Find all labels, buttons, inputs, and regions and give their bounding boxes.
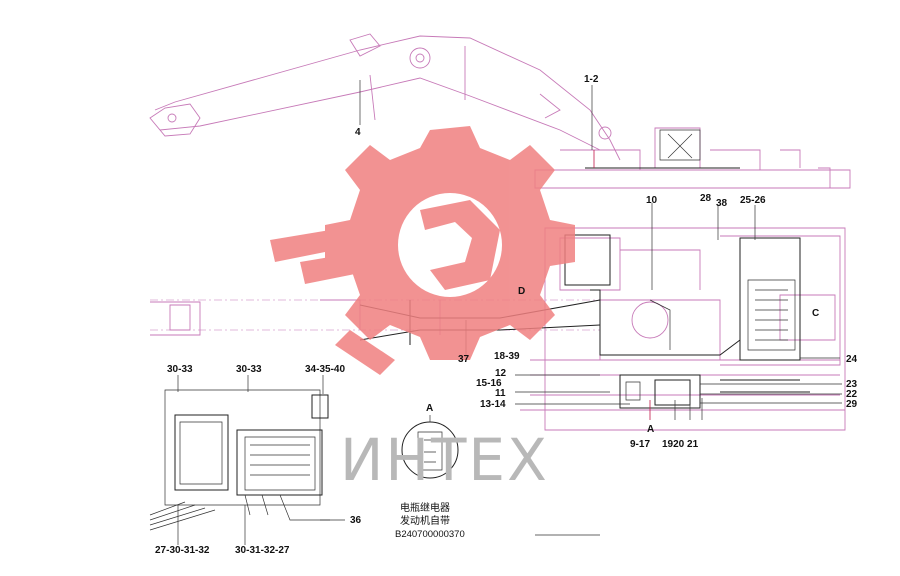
callout-12: 12 [495, 368, 507, 379]
callout-34-35-40: 34-35-40 [305, 364, 345, 375]
detail-note-part-no: B240700000370 [395, 529, 465, 540]
callout-30-33-left: 30-33 [167, 364, 193, 375]
callout-25-26: 25-26 [740, 195, 766, 206]
callout-22: 22 [846, 389, 858, 400]
callout-10: 10 [646, 195, 658, 206]
callout-38: 38 [716, 198, 728, 209]
callout-9-17: 9-17 [630, 439, 650, 450]
callout-29: 29 [846, 399, 858, 410]
callout-15-16: 15-16 [476, 378, 502, 389]
callout-D: D [518, 286, 525, 297]
callout-36: 36 [350, 515, 362, 526]
callout-37: 37 [458, 354, 470, 365]
callout-1-2: 1-2 [584, 74, 599, 85]
detail-note-line1: 电瓶继电器 [400, 501, 450, 514]
control-box-drawing [149, 375, 345, 545]
upper-body-drawing [534, 127, 851, 189]
boom-arm-drawing [149, 33, 621, 161]
watermark-text: ИНТЕХ [340, 426, 549, 494]
callout-11: 11 [495, 388, 506, 399]
callout-27-30-31-32: 27-30-31-32 [155, 545, 210, 556]
callout-28: 28 [700, 193, 712, 204]
callout-23: 23 [846, 379, 858, 390]
callout-13-14: 13-14 [480, 399, 506, 410]
callout-A-detail: A [426, 403, 433, 414]
callout-19-20-21: 1920 21 [662, 439, 699, 450]
callout-30-33-mid: 30-33 [236, 364, 262, 375]
detail-note-line2: 发动机自带 [400, 514, 450, 527]
callout-C: C [812, 308, 819, 319]
callout-30-31-32-27: 30-31-32-27 [235, 545, 290, 556]
callout-4: 4 [355, 127, 361, 138]
callout-18-39: 18-39 [494, 351, 520, 362]
callout-24: 24 [846, 354, 858, 365]
detail-a-drawing [401, 415, 600, 536]
callout-A-main: A [647, 424, 654, 435]
watermark-logo [270, 126, 575, 375]
